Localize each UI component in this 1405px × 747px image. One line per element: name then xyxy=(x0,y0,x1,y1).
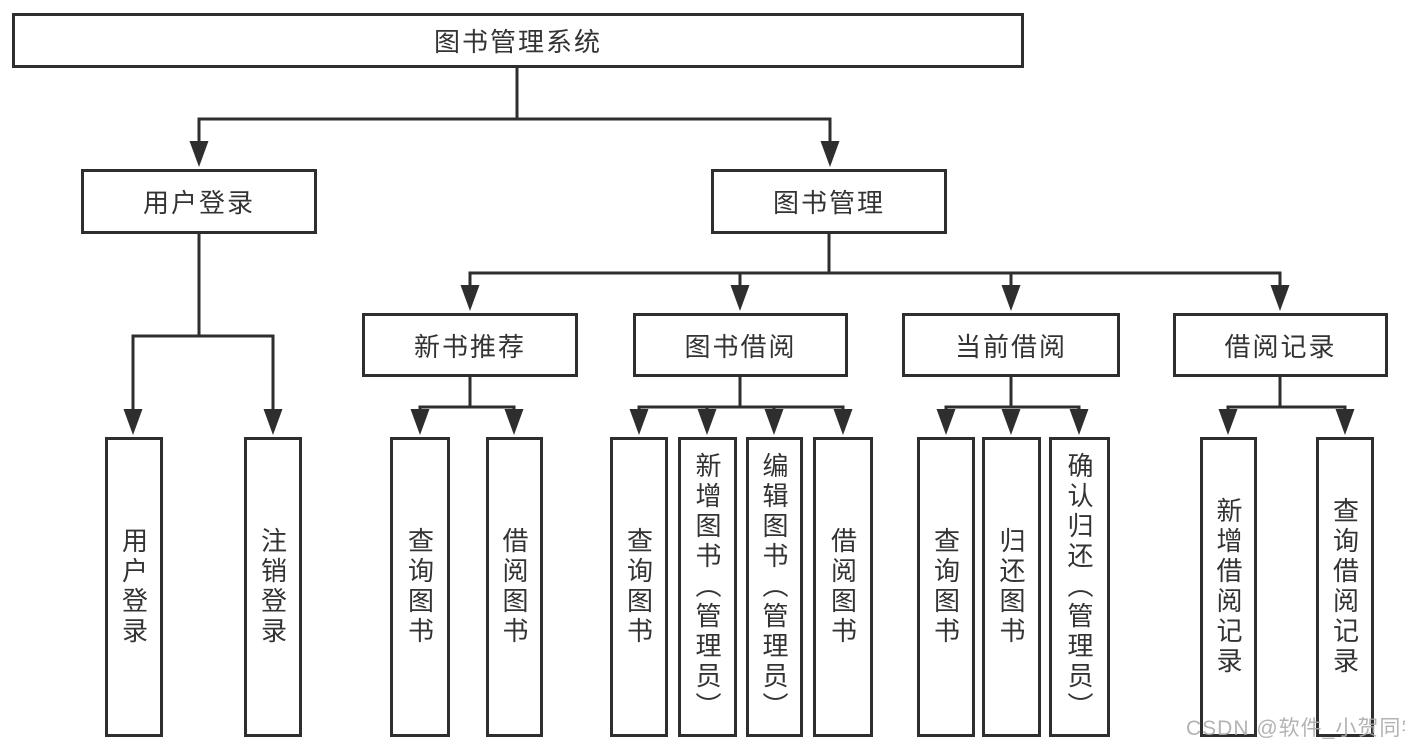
watermark: CSDN @软件_小贺同学 xyxy=(1186,717,1405,740)
leaf-query-books-recommend-label: 查询图书 xyxy=(404,527,435,647)
leaf-add-book-admin-label: 新增图书（管理员） xyxy=(692,452,722,722)
leaf-query-books-current: 查询图书 xyxy=(917,437,975,737)
node-new-book-recommend-label: 新书推荐 xyxy=(413,331,526,362)
node-book-management-label: 图书管理 xyxy=(772,188,885,218)
node-current-borrow-label: 当前借阅 xyxy=(954,331,1067,362)
node-borrow-records-label: 借阅记录 xyxy=(1224,331,1337,362)
leaf-return-book: 归还图书 xyxy=(982,437,1041,737)
node-user-login-label: 用户登录 xyxy=(142,188,255,218)
root-node-label: 图书管理系统 xyxy=(433,27,602,57)
leaf-borrow-books: 借阅图书 xyxy=(813,437,873,737)
leaf-borrow-books-recommend-label: 借阅图书 xyxy=(499,527,529,647)
leaf-add-borrow-record-label: 新增借阅记录 xyxy=(1213,497,1243,677)
leaf-query-books-recommend: 查询图书 xyxy=(390,437,450,737)
leaf-borrow-books-label: 借阅图书 xyxy=(827,527,858,647)
leaf-logout: 注销登录 xyxy=(244,437,302,737)
node-current-borrow: 当前借阅 xyxy=(902,313,1120,377)
leaf-return-book-label: 归还图书 xyxy=(996,527,1026,647)
leaf-add-book-admin: 新增图书（管理员） xyxy=(678,437,737,737)
arrowheads xyxy=(123,141,1355,435)
leaf-confirm-return-admin-label: 确认归还（管理员） xyxy=(1064,452,1094,722)
leaf-add-borrow-record: 新增借阅记录 xyxy=(1200,437,1257,737)
leaf-edit-book-admin: 编辑图书（管理员） xyxy=(746,437,803,737)
leaf-confirm-return-admin: 确认归还（管理员） xyxy=(1049,437,1110,737)
node-borrow-records: 借阅记录 xyxy=(1173,313,1388,377)
node-book-borrow-label: 图书借阅 xyxy=(684,331,797,362)
leaf-query-books-current-label: 查询图书 xyxy=(930,527,961,647)
leaf-borrow-books-recommend: 借阅图书 xyxy=(486,437,543,737)
node-book-management: 图书管理 xyxy=(711,169,947,234)
node-book-borrow: 图书借阅 xyxy=(633,313,848,377)
node-user-login: 用户登录 xyxy=(81,169,317,234)
leaf-query-books-borrow-label: 查询图书 xyxy=(623,527,654,647)
leaf-logout-label: 注销登录 xyxy=(257,527,288,647)
leaf-query-borrow-record: 查询借阅记录 xyxy=(1316,437,1374,737)
leaf-edit-book-admin-label: 编辑图书（管理员） xyxy=(759,452,789,722)
leaf-query-borrow-record-label: 查询借阅记录 xyxy=(1329,497,1360,677)
root-node: 图书管理系统 xyxy=(12,13,1024,68)
node-new-book-recommend: 新书推荐 xyxy=(362,313,578,377)
leaf-user-login-label: 用户登录 xyxy=(118,527,149,647)
leaf-user-login: 用户登录 xyxy=(105,437,163,737)
leaf-query-books-borrow: 查询图书 xyxy=(610,437,668,737)
